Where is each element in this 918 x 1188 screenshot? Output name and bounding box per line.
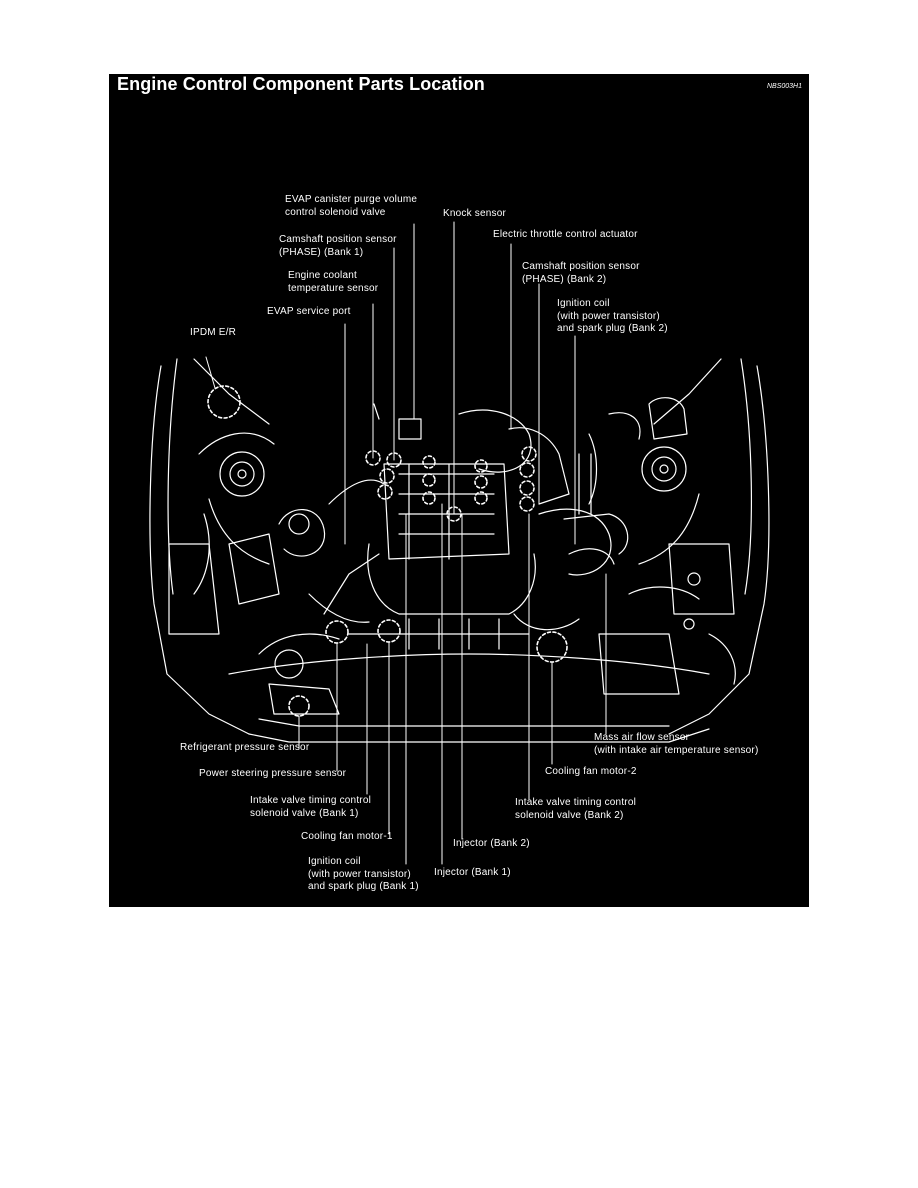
- right-side-components: [578, 397, 736, 695]
- component-locator-circles: [207, 385, 568, 717]
- left-side-components: [168, 432, 385, 715]
- label-ignition-coil-bank2: Ignition coil(with power transistor)and …: [557, 298, 668, 334]
- label-electric-throttle-actuator: Electric throttle control actuator: [493, 229, 638, 240]
- engine-bay-illustration: [149, 221, 770, 865]
- figure-code: NBS003H1: [766, 83, 802, 90]
- engine-diagram-figure: Engine Control Component Parts Location …: [109, 74, 809, 907]
- label-injector-bank1: Injector (Bank 1): [434, 867, 511, 878]
- intake-manifold: [348, 403, 629, 650]
- label-mass-air-flow-sensor: Mass air flow sensor(with intake air tem…: [594, 732, 759, 756]
- label-refrigerant-pressure-sensor: Refrigerant pressure sensor: [180, 742, 310, 753]
- label-cmp-sensor-bank1: Camshaft position sensor(PHASE) (Bank 1): [279, 234, 397, 258]
- label-ipdm-er: IPDM E/R: [190, 327, 237, 338]
- label-knock-sensor: Knock sensor: [443, 208, 506, 219]
- figure-title: Engine Control Component Parts Location: [117, 74, 485, 94]
- label-cooling-fan-motor-1: Cooling fan motor-1: [301, 831, 393, 842]
- label-cmp-sensor-bank2: Camshaft position sensor(PHASE) (Bank 2): [522, 261, 640, 285]
- label-injector-bank2: Injector (Bank 2): [453, 838, 530, 849]
- label-ignition-coil-bank1: Ignition coil(with power transistor)and …: [308, 856, 419, 892]
- label-power-steering-pressure-sensor: Power steering pressure sensor: [199, 768, 347, 779]
- label-evap-service-port: EVAP service port: [267, 306, 351, 317]
- strut-towers: [208, 446, 700, 565]
- label-cooling-fan-motor-2: Cooling fan motor-2: [545, 766, 637, 777]
- leader-lines: [205, 221, 607, 865]
